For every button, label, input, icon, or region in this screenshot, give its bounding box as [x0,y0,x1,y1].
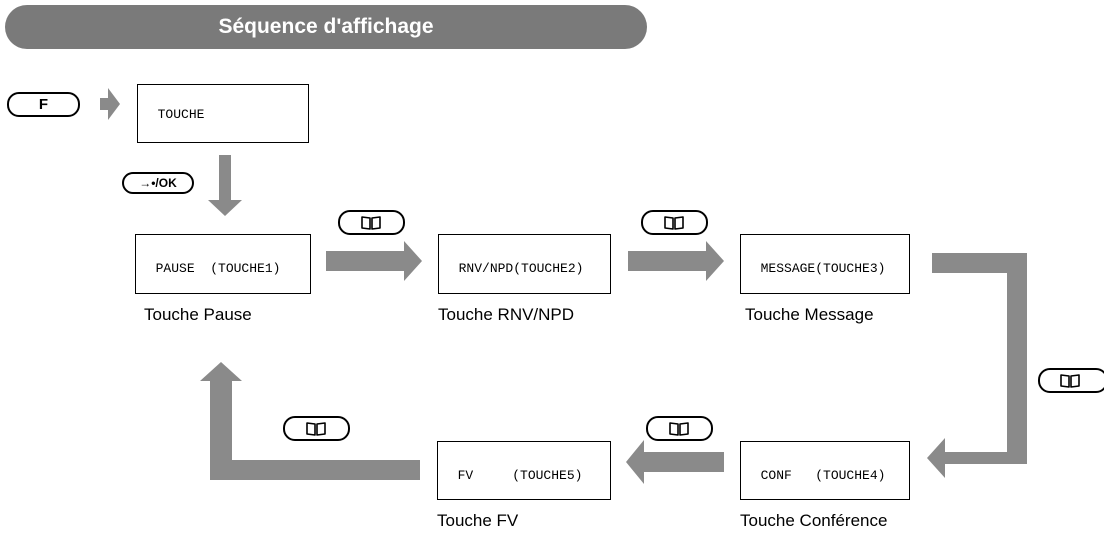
book-key-2[interactable] [641,210,708,235]
book-icon [1060,374,1080,388]
display-rnv: RNV/NPD(TOUCHE2) [438,234,611,294]
display-conf: CONF (TOUCHE4) [740,441,910,500]
book-key-5[interactable] [646,416,713,441]
display-pause-text: PAUSE (TOUCHE1) [155,261,281,276]
f-key-label: F [38,96,49,113]
ok-key[interactable]: →•/OK [122,172,194,194]
caption-pause: Touche Pause [144,305,252,324]
display-message-text: MESSAGE(TOUCHE3) [760,261,886,276]
arrow-rnv-to-message [628,241,724,281]
book-icon [306,422,326,436]
title-banner: Séquence d'affichage [5,5,647,49]
caption-rnv: Touche RNV/NPD [438,305,575,324]
display-message: MESSAGE(TOUCHE3) [740,234,910,294]
arrow-touche-to-pause [208,155,242,216]
book-key-3[interactable] [1038,368,1104,393]
book-icon [669,422,689,436]
caption-message: Touche Message [745,305,874,324]
arrow-f-to-touche [100,88,120,120]
arrow-pause-to-rnv [326,241,422,281]
book-key-4[interactable] [283,416,350,441]
book-key-1[interactable] [338,210,405,235]
display-touche-text: TOUCHE [157,107,205,122]
display-fv: FV (TOUCHE5) [437,441,611,500]
f-key[interactable]: F [7,92,80,117]
display-fv-text: FV (TOUCHE5) [457,468,583,483]
page-title: Séquence d'affichage [218,15,434,38]
arrow-conf-to-fv [626,440,724,484]
caption-conf: Touche Conférence [740,511,888,530]
display-pause: PAUSE (TOUCHE1) [135,234,311,294]
display-touche: TOUCHE [137,84,309,143]
display-conf-text: CONF (TOUCHE4) [760,468,886,483]
book-icon [664,216,684,230]
caption-fv: Touche FV [437,511,519,530]
display-rnv-text: RNV/NPD(TOUCHE2) [458,261,584,276]
arrow-fv-to-pause [200,362,420,480]
arrow-message-to-conf [927,253,1027,478]
book-icon [361,216,381,230]
ok-key-label: →•/OK [139,176,177,190]
